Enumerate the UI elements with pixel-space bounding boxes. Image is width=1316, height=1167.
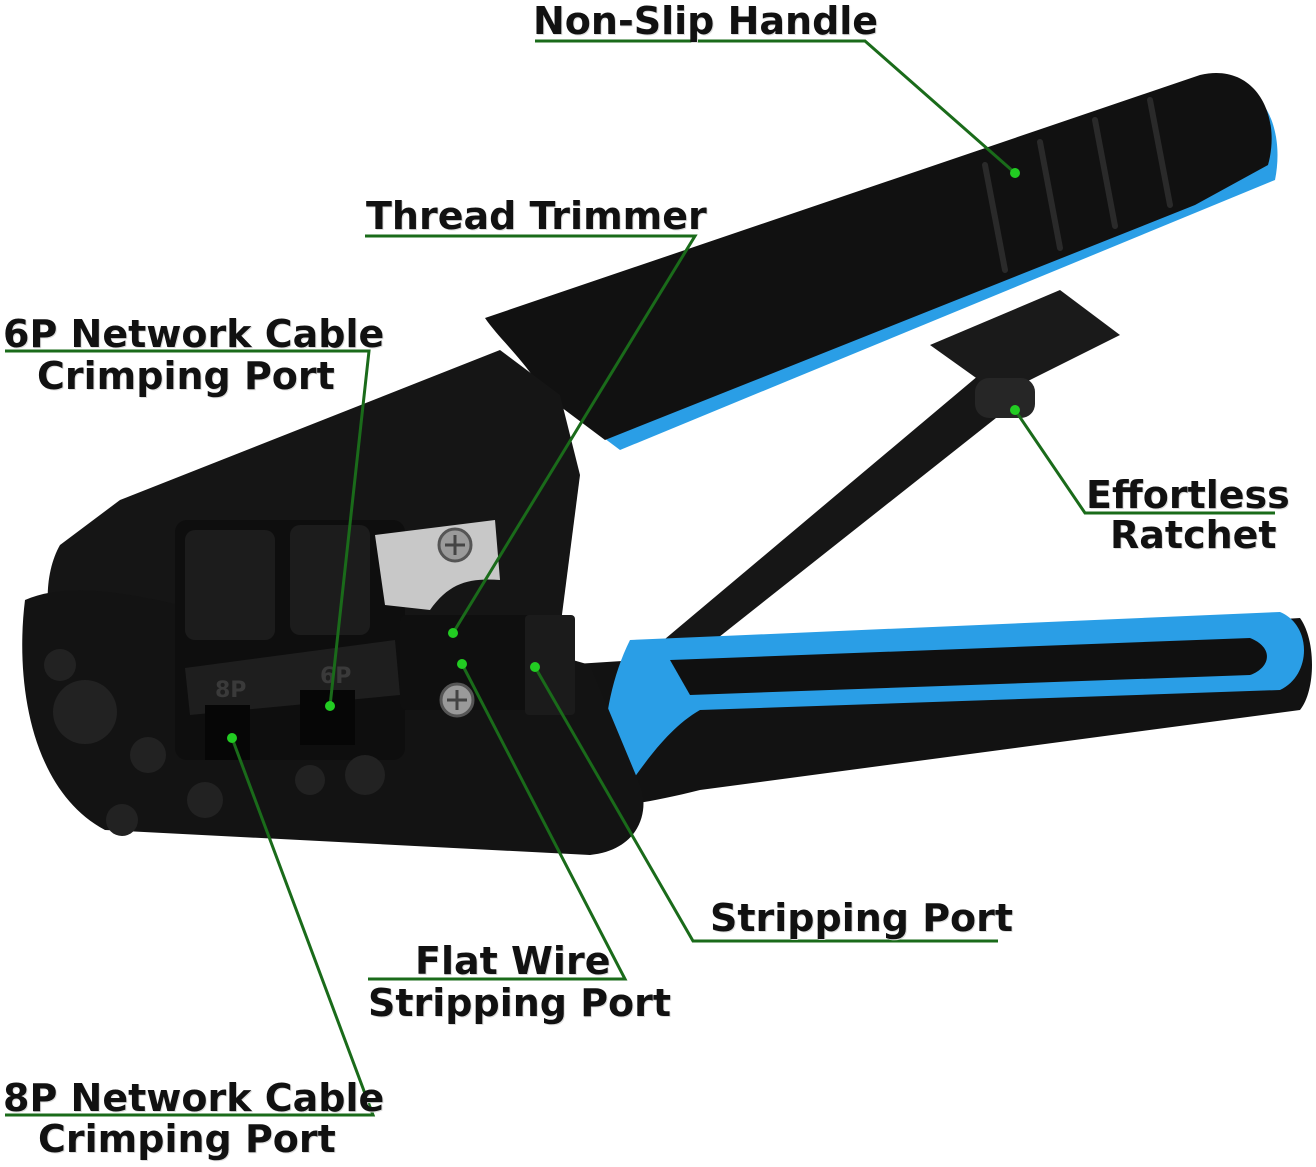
stripping-block-raised — [525, 615, 575, 715]
rivets — [44, 649, 385, 836]
die-marking-8p: 8P — [215, 678, 246, 703]
leader-non-slip-handle — [535, 39, 1016, 175]
crimp-die-6p — [290, 525, 370, 635]
label-8p-port-line1: 8P Network Cable — [3, 1076, 385, 1120]
label-effortless-line1: Effortless — [1086, 473, 1290, 517]
leader-lines — [5, 39, 1275, 1117]
crimp-die-8p — [185, 530, 275, 640]
lower-handle-inner — [670, 638, 1267, 695]
label-flat-wire-line1: Flat Wire — [415, 939, 611, 983]
dot-stripping-port — [530, 662, 540, 672]
dot-flat-wire-port — [457, 659, 467, 669]
ratchet-arm — [640, 370, 1025, 660]
label-effortless-line2: Ratchet — [1110, 513, 1277, 557]
leader-dots — [227, 168, 1020, 743]
label-flat-wire-line2: Stripping Port — [368, 981, 672, 1025]
crimp-slot-8p — [205, 705, 250, 760]
dot-non-slip-handle — [1010, 168, 1020, 178]
dot-8p-port — [227, 733, 237, 743]
ratchet-knob — [975, 378, 1035, 418]
label-non-slip-handle: Non-Slip Handle — [533, 0, 879, 43]
label-8p-port-line2: Crimping Port — [38, 1117, 336, 1161]
leader-8p-port — [5, 737, 376, 1117]
label-thread-trimmer: Thread Trimmer — [366, 194, 707, 238]
die-marking-6p: 6P — [320, 664, 351, 689]
leader-flat-wire-port — [368, 663, 628, 981]
label-6p-port-line2: Crimping Port — [37, 354, 335, 398]
dot-effortless-ratchet — [1010, 405, 1020, 415]
leader-stripping-port — [533, 666, 998, 943]
label-6p-port-line1: 6P Network Cable — [3, 312, 385, 356]
ratchet-bracket — [930, 290, 1120, 395]
leader-6p-port — [5, 349, 371, 707]
crimp-slot-6p — [300, 690, 355, 745]
dot-6p-port — [325, 701, 335, 711]
leader-thread-trimmer — [365, 234, 698, 634]
dot-thread-trimmer — [448, 628, 458, 638]
upper-handle-black — [485, 73, 1272, 441]
label-stripping-port: Stripping Port — [710, 896, 1014, 940]
handle-grip-ridges — [982, 97, 1173, 273]
leader-effortless-ratchet — [1013, 409, 1275, 515]
